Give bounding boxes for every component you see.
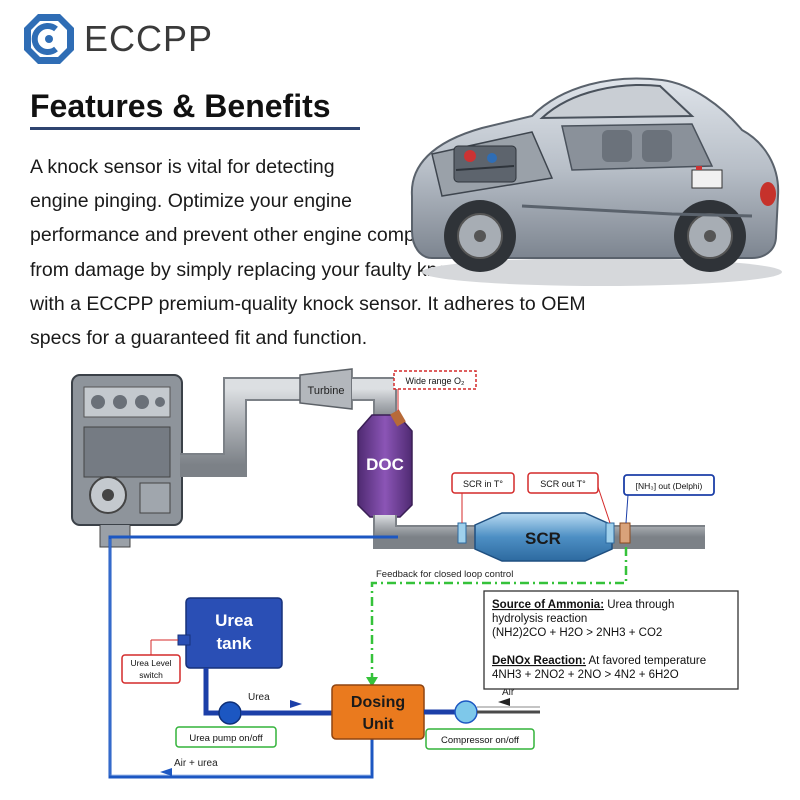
description-line: engine pinging. Optimize your engine: [30, 190, 352, 213]
svg-text:switch: switch: [139, 670, 163, 680]
ammonia-equation: (NH2)2CO + H2O > 2NH3 + CO2: [492, 627, 662, 639]
air-flow-label: Air: [502, 687, 515, 698]
svg-text:Urea pump on/off: Urea pump on/off: [189, 733, 263, 744]
eccpp-octagon-logo-icon: [24, 14, 74, 64]
description-line: with a ECCPP premium-quality knock senso…: [30, 292, 586, 315]
description-line: specs for a guaranteed fit and function.: [30, 327, 368, 350]
turbine-label: Turbine: [308, 385, 345, 397]
svg-text:SCR out T°: SCR out T°: [540, 479, 586, 489]
compressor-label: Compressor on/off: [425, 728, 535, 750]
title-underline: [30, 127, 360, 130]
dosing-label-1: Dosing: [351, 694, 405, 711]
description-line: performance and prevent other engine com…: [30, 224, 474, 247]
page-title: Features & Benefits: [30, 88, 331, 124]
compressor: [454, 700, 478, 724]
brand: ECCPP: [22, 12, 213, 66]
scr-in-label: SCR in T°: [451, 472, 515, 494]
svg-text:[NH₃] out (Delphi): [NH₃] out (Delphi): [636, 481, 703, 491]
doc-catalyst: DOC: [357, 414, 413, 518]
wide-range-o2-label: Wide range O₂: [393, 370, 477, 390]
ammonia-hydrolysis: hydrolysis reaction: [492, 613, 587, 625]
denox-line: DeNOx Reaction: At favored temperature: [492, 655, 706, 667]
scr-in-sensor: [457, 522, 467, 544]
description-line: A knock sensor is vital for detecting: [30, 156, 335, 178]
svg-text:Wide range O₂: Wide range O₂: [405, 376, 465, 386]
scr-out-sensor: [605, 522, 615, 544]
dosing-label-2: Unit: [362, 716, 394, 733]
nh3-sensor: [619, 522, 631, 544]
urea-tank: Urea tank: [185, 597, 283, 669]
denox-equation: 4NH3 + 2NO2 + 2NO > 4N2 + 6H2O: [492, 669, 679, 681]
doc-label: DOC: [366, 455, 404, 474]
turbine: Turbine: [299, 368, 353, 410]
description-line: from damage by simply replacing your fau…: [30, 258, 532, 281]
svg-text:Compressor on/off: Compressor on/off: [441, 735, 519, 746]
scr-system-diagram: Turbine DOC SCR Wide range O₂ SCR in T° …: [71, 368, 739, 779]
cutaway-sports-car-icon: [410, 77, 782, 286]
air-urea-label: Air + urea: [174, 758, 218, 769]
feedback-label: Feedback for closed loop control: [376, 569, 513, 580]
chemistry-info-box: Source of Ammonia: Urea through hydrolys…: [483, 590, 739, 690]
svg-text:SCR in T°: SCR in T°: [463, 479, 503, 489]
urea-level-switch: [177, 634, 191, 646]
engine-block-icon: [71, 374, 183, 548]
description: A knock sensor is vital for detecting en…: [30, 150, 670, 355]
urea-tank-label-2: tank: [217, 634, 253, 653]
ammonia-source-line: Source of Ammonia: Urea through: [492, 599, 674, 611]
urea-flow-label: Urea: [248, 692, 270, 703]
svg-text:Urea Level: Urea Level: [130, 658, 171, 668]
scr-out-label: SCR out T°: [527, 472, 599, 494]
brand-name: ECCPP: [84, 18, 214, 59]
scr-catalyst: SCR: [474, 512, 613, 562]
nh3-out-label: [NH₃] out (Delphi): [623, 474, 715, 496]
urea-pump: [218, 701, 242, 725]
dosing-unit: Dosing Unit: [331, 684, 425, 740]
wide-range-o2-sensor: [390, 409, 406, 427]
urea-level-label: Urea Level switch: [121, 654, 181, 684]
urea-tank-label-1: Urea: [215, 611, 253, 630]
urea-pump-label: Urea pump on/off: [175, 726, 277, 748]
scr-label: SCR: [525, 529, 561, 548]
